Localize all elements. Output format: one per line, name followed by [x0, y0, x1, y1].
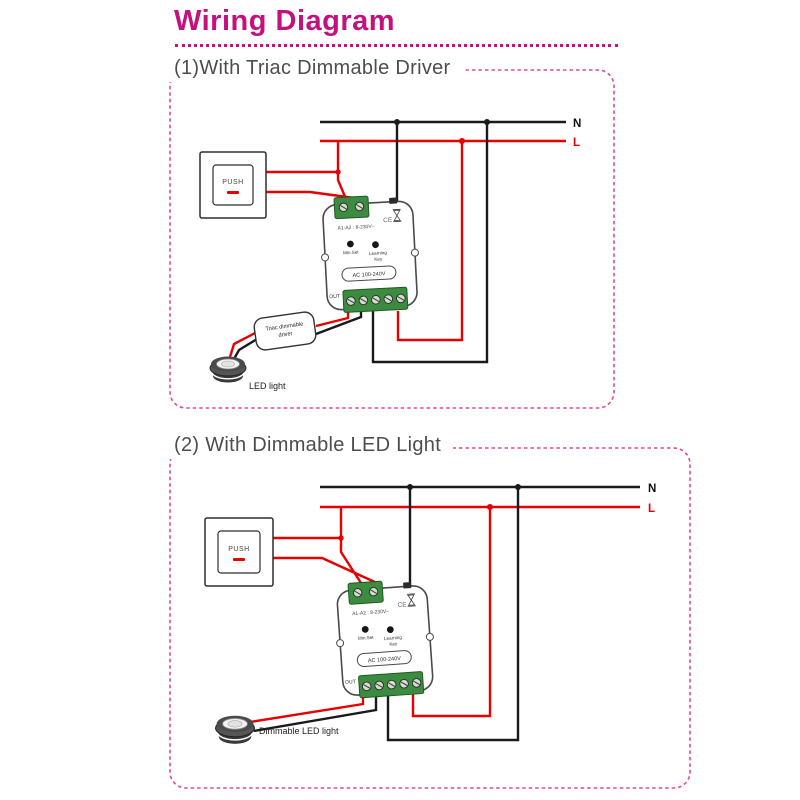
page-title: Wiring Diagram [174, 5, 396, 37]
diagram-1-triac-driver: N L [169, 69, 615, 409]
live-label: L [648, 503, 655, 515]
driver-outline [253, 311, 317, 351]
live-wiring [228, 141, 464, 358]
led-light-icon-1 [209, 355, 247, 384]
live-feed-to-module-wire [396, 141, 464, 342]
driver-to-light-live-wire [228, 330, 258, 358]
junction-dot [338, 535, 344, 541]
push-label: PUSH [222, 179, 243, 186]
live-branch-to-module-wire [339, 538, 363, 584]
light-label-2: Dimmable LED light [259, 726, 339, 736]
neutral-label: N [648, 483, 656, 495]
junction-dot [515, 484, 521, 490]
switch-indicator [233, 558, 245, 561]
junction-dot [487, 504, 493, 510]
push-label: PUSH [228, 546, 249, 553]
module-out-live-wire [249, 696, 365, 724]
live-feed-to-module-wire [411, 507, 492, 718]
diagram-2-dimmable-led: N L PUSH [169, 447, 691, 789]
section1-heading: (1)With Triac Dimmable Driver [170, 55, 463, 82]
junction-dot [407, 484, 413, 490]
light-label-1: LED light [249, 381, 286, 391]
neutral-feed-to-module-wire [371, 122, 489, 364]
junction-dot [335, 169, 341, 175]
junction-dot [394, 119, 400, 125]
switch-to-live-wire [273, 507, 343, 540]
section2-heading: (2) With Dimmable LED Light [170, 432, 454, 459]
switch-indicator [227, 191, 239, 194]
dimmer-module-2 [331, 576, 439, 701]
neutral-wiring [253, 487, 520, 742]
neutral-wiring [232, 122, 489, 364]
switch-to-module-wire [273, 556, 378, 585]
neutral-feed-to-module-wire [386, 487, 520, 742]
dimmer-module-1 [317, 192, 423, 315]
module-out-neutral-wire [315, 311, 363, 336]
triac-driver-box: Triac dimmable driver [253, 311, 317, 351]
neutral-label: N [573, 118, 581, 130]
push-switch-1: PUSH [199, 151, 267, 219]
module-out-live-wire [315, 311, 350, 328]
led-light-icon-2 [214, 714, 256, 745]
driver-label-line2: driver [278, 331, 293, 339]
junction-dot [459, 138, 465, 144]
title-dotted-underline [175, 44, 618, 47]
switch-rocker [217, 530, 261, 574]
driver-label-line1: Triac dimmable [265, 321, 303, 332]
push-switch-2: PUSH [204, 517, 274, 587]
live-label: L [573, 137, 580, 149]
module-out-neutral-wire [253, 696, 378, 733]
switch-to-live-wire [266, 141, 340, 174]
junction-dot [484, 119, 490, 125]
switch-rocker [212, 164, 254, 206]
driver-to-light-neutral-wire [232, 337, 258, 360]
